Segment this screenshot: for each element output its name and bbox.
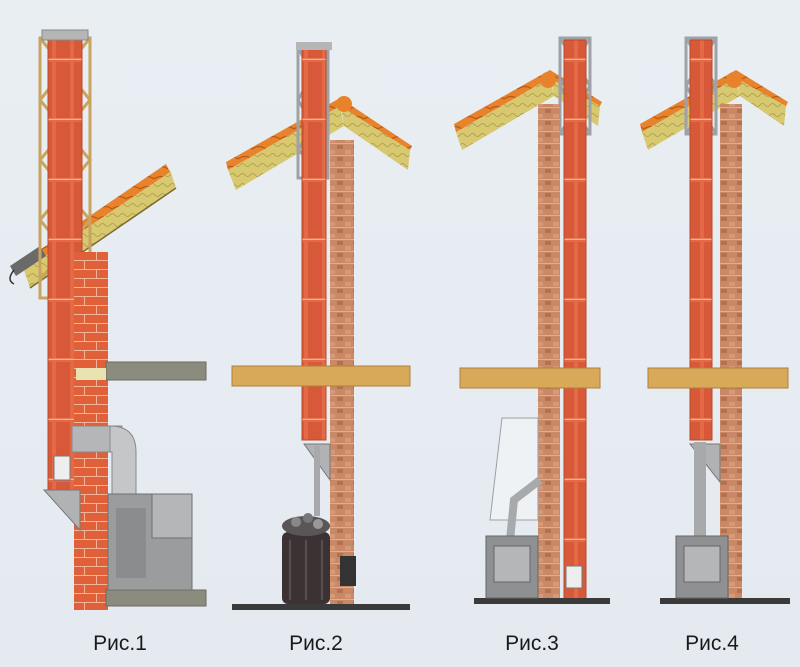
masonry-column [538,104,560,600]
chimney-liner [689,39,713,441]
figure-1-caption: Рис.1 [93,632,147,655]
masonry-column [720,104,742,600]
figure-4-diagram [640,36,790,604]
floor-slab [105,589,207,607]
floor-line [474,598,610,604]
chimney-liner [563,39,587,601]
ceiling-slab [105,361,207,381]
figure-3-caption: Рис.3 [505,632,559,655]
ceiling-beam [647,367,789,389]
inspection-door [565,565,583,589]
fireplace-insert [675,535,729,599]
ceiling-beam [459,367,601,389]
heating-stove [107,493,193,591]
figure-1-diagram [9,29,207,610]
fireplace-insert [485,535,539,599]
connector-pipe [71,425,137,511]
figure-2-caption: Рис.2 [289,632,343,655]
figure-2-diagram [226,42,412,610]
sauna-stove [282,513,330,604]
floor-line [232,604,410,610]
connector-pipe [694,442,706,542]
figure-3-diagram [454,36,610,604]
figure-4-caption: Рис.4 [685,632,739,655]
floor-line [660,598,790,604]
inspection-door [53,455,71,481]
ceiling-beam [231,365,411,387]
wall-bracket [42,489,81,532]
connector-pipe [506,476,543,541]
